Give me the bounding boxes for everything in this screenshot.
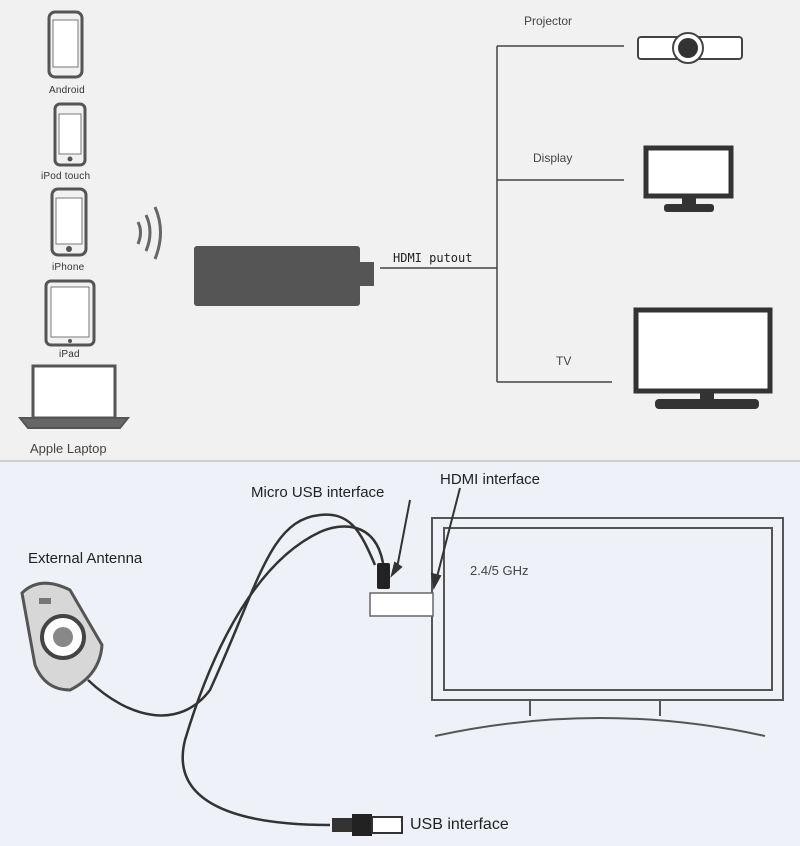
output-connection-lines xyxy=(380,45,624,383)
iphone-icon xyxy=(50,187,88,257)
usb-plug-icon xyxy=(332,814,403,836)
wireless-signal-icon xyxy=(136,206,162,260)
hdmi-dongle-icon xyxy=(194,246,374,306)
bottom-panel xyxy=(0,462,800,846)
micro-usb-label: Micro USB interface xyxy=(251,484,385,501)
antenna-cable xyxy=(87,513,385,827)
frequency-label: 2.4/5 GHz xyxy=(470,563,529,578)
iphone-label: iPhone xyxy=(52,262,85,273)
android-label: Android xyxy=(49,85,85,96)
projector-icon xyxy=(637,32,743,64)
monitor-icon xyxy=(643,145,734,212)
ipad-icon xyxy=(44,279,96,347)
ipod-touch-label: iPod touch xyxy=(41,171,91,182)
dongle-plug-icon xyxy=(369,563,434,617)
ipad-label: iPad xyxy=(59,349,80,360)
apple-laptop-label: Apple Laptop xyxy=(30,441,107,456)
ipod-touch-icon xyxy=(53,102,87,167)
tv-screen-icon xyxy=(431,517,784,737)
android-phone-icon xyxy=(47,10,84,79)
hdmi-interface-label: HDMI interface xyxy=(440,471,541,488)
external-antenna-label: External Antenna xyxy=(28,550,143,567)
display-label: Display xyxy=(533,151,573,165)
laptop-icon xyxy=(17,364,131,429)
projector-label: Projector xyxy=(524,14,573,28)
usb-interface-label: USB interface xyxy=(410,816,509,833)
hdmi-putout-label: HDMI putout xyxy=(393,251,473,265)
interface-pointer-lines xyxy=(390,487,461,591)
panel-divider xyxy=(0,460,800,463)
tv-icon xyxy=(633,307,773,409)
tv-label: TV xyxy=(556,354,572,368)
antenna-icon xyxy=(20,581,104,692)
